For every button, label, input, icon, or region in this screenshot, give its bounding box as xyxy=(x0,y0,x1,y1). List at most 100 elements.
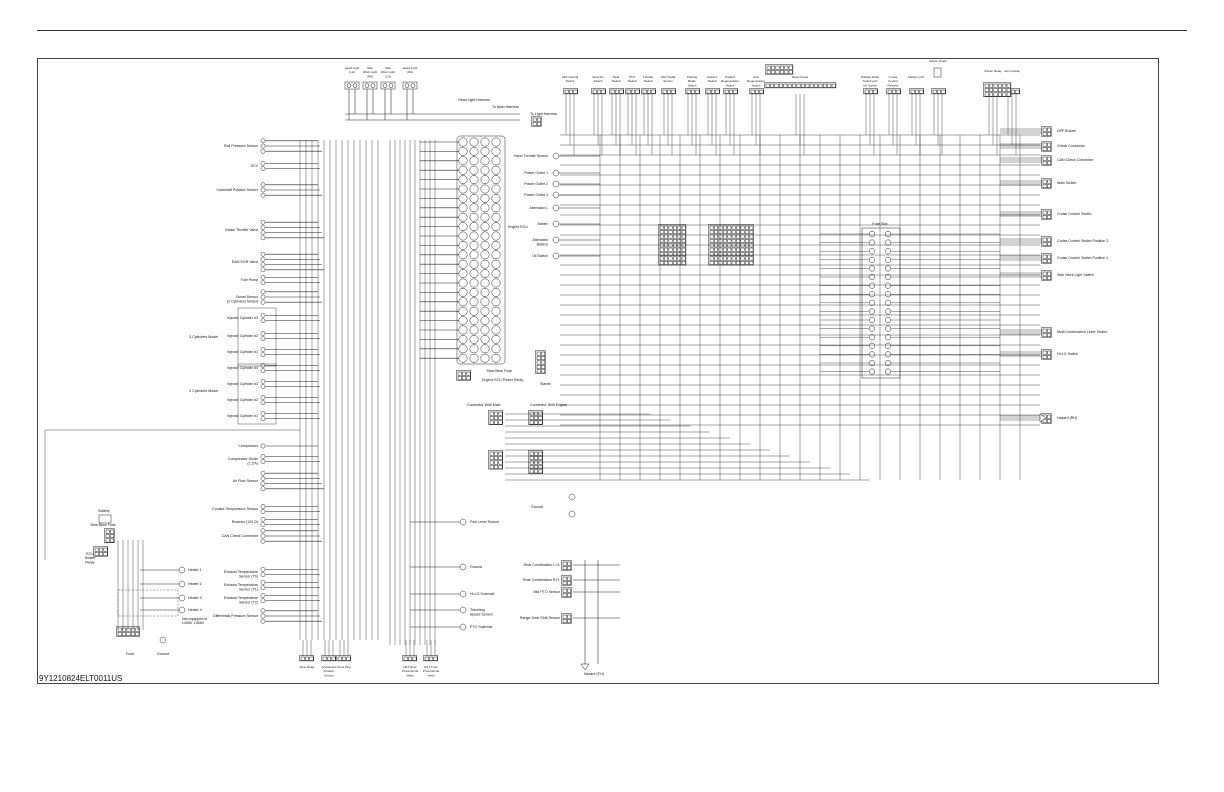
pin xyxy=(681,234,686,239)
pin xyxy=(765,83,770,88)
ecu-pin xyxy=(480,316,490,326)
pin xyxy=(529,411,534,416)
lamp-bulb xyxy=(382,83,388,88)
pin xyxy=(567,593,572,598)
pin xyxy=(567,576,572,581)
pin xyxy=(494,464,499,469)
ecu-pin xyxy=(480,269,490,279)
pin xyxy=(541,351,546,356)
connector-inj3_1 xyxy=(260,347,266,357)
connector-side_work xyxy=(1041,270,1052,281)
pin xyxy=(997,83,1002,88)
pin xyxy=(260,299,266,305)
pin xyxy=(126,632,131,637)
pin xyxy=(1042,242,1047,247)
pin xyxy=(740,225,745,230)
pin xyxy=(718,260,723,265)
pin xyxy=(489,451,494,456)
label-pto_sol: PTO Solenoid xyxy=(470,625,492,629)
connector-check xyxy=(1041,141,1052,152)
pin xyxy=(677,260,682,265)
pin xyxy=(714,243,719,248)
pin xyxy=(260,294,266,300)
ecu-pin xyxy=(469,287,479,297)
pin xyxy=(766,65,771,70)
connector-coolant_temp xyxy=(260,504,266,514)
ecu-pin xyxy=(480,344,490,354)
connector-air_flow xyxy=(260,470,266,492)
connector-can_check xyxy=(260,528,266,544)
pin xyxy=(1047,161,1052,166)
fuse-pin xyxy=(884,239,892,246)
heater-3 xyxy=(178,594,186,602)
connector-exh3 xyxy=(260,593,266,603)
pin xyxy=(800,83,805,88)
pin xyxy=(736,225,741,230)
pin xyxy=(489,460,494,465)
label-diff_pressure: Differential Pressure Sensor xyxy=(213,614,259,618)
label-alternator_l: Alternator L xyxy=(529,206,548,210)
pin xyxy=(740,230,745,235)
lamp-bulb xyxy=(346,83,352,88)
pin xyxy=(260,481,266,486)
pin xyxy=(564,89,569,94)
label-can_check: CAN Check Connector xyxy=(222,534,259,538)
pin xyxy=(659,225,664,230)
ecu-pin xyxy=(458,156,468,166)
pin xyxy=(260,522,266,527)
pin xyxy=(110,538,115,543)
pin xyxy=(260,187,266,193)
ecu-pin xyxy=(458,344,468,354)
pin xyxy=(597,89,602,94)
pin xyxy=(677,234,682,239)
pin xyxy=(672,247,677,252)
pin xyxy=(466,371,471,376)
pin xyxy=(672,225,677,230)
label-main_sw: Main Switch xyxy=(1057,181,1076,185)
label-check: Check Connector xyxy=(1057,144,1086,148)
connector-main-1 xyxy=(488,410,503,425)
pin xyxy=(744,243,749,248)
ecu-pin xyxy=(469,353,479,363)
connector-inj4_2 xyxy=(260,395,266,405)
pin xyxy=(1047,276,1052,281)
ecu-pin xyxy=(469,193,479,203)
pin xyxy=(749,252,754,257)
label-air_flow: Air Flow Sensor xyxy=(233,479,259,483)
fuse-pin xyxy=(884,299,892,306)
pin xyxy=(722,230,727,235)
pin xyxy=(569,89,574,94)
pin xyxy=(731,256,736,261)
ecu-pin xyxy=(458,137,468,147)
pin xyxy=(103,547,108,552)
pin xyxy=(260,443,266,449)
pin xyxy=(260,580,266,585)
pin xyxy=(260,262,266,267)
pin xyxy=(619,89,624,94)
switch-starter_diode xyxy=(931,88,946,95)
pin xyxy=(727,230,732,235)
label-fuel_level: Fuel Level Sensor xyxy=(470,520,500,524)
label-comp_diode: Compressor Diode(1.5 A) xyxy=(228,457,258,465)
pin xyxy=(1006,92,1011,97)
pin xyxy=(672,243,677,248)
ecu-pin xyxy=(469,146,479,156)
pin xyxy=(562,576,567,581)
pin xyxy=(494,420,499,425)
label-dpf: DPF Buzzer xyxy=(1057,129,1077,133)
pin xyxy=(740,256,745,261)
pin xyxy=(537,122,542,127)
pin xyxy=(562,588,567,593)
pin xyxy=(873,89,878,94)
label-egr: EAM EGR Valve xyxy=(232,260,258,264)
pin xyxy=(796,83,801,88)
pin xyxy=(1047,156,1052,161)
pin xyxy=(342,656,347,661)
pin xyxy=(668,247,673,252)
pin xyxy=(1042,184,1047,189)
connector-rear_rh xyxy=(561,575,572,586)
connector-compressor xyxy=(260,443,266,449)
label-cruise2: Cruise Control Switch Position 2 xyxy=(1057,239,1108,243)
pin xyxy=(659,256,664,261)
